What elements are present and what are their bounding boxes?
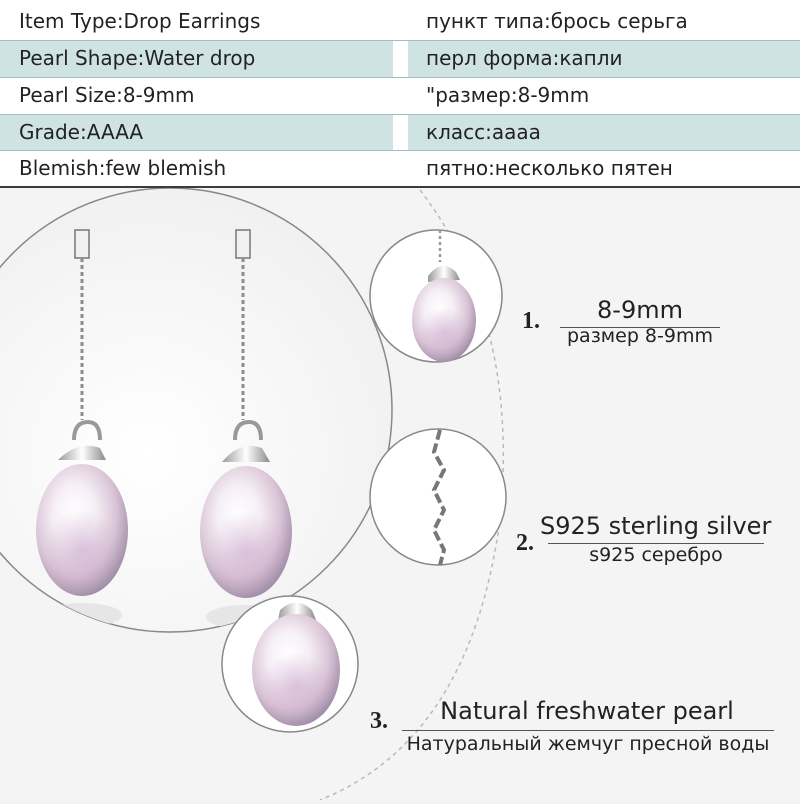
spec-left-cell: Item Type:Drop Earrings	[0, 3, 393, 40]
feature-underline	[548, 543, 764, 544]
spec-separator	[393, 3, 408, 40]
detail-circle-size	[369, 229, 503, 363]
spec-left-cell: Pearl Size:8-9mm	[0, 77, 393, 114]
spec-row: Grade:AAAA класс:аааа	[0, 114, 800, 151]
spec-separator	[393, 114, 408, 151]
feature-subtitle: размер 8-9mm	[567, 325, 713, 347]
feature-number: 2.	[516, 530, 534, 556]
feature-underline	[402, 730, 774, 731]
spec-row: Blemish:few blemish пятно:несколько пяте…	[0, 150, 800, 187]
table-bottom-border	[0, 186, 800, 188]
detail-circle-pearl	[221, 595, 359, 733]
divider	[0, 114, 800, 115]
earrings-illustration	[0, 187, 800, 801]
spec-right-cell: пятно:несколько пятен	[408, 150, 800, 187]
feature-number: 1.	[522, 308, 540, 334]
feature-title: 8-9mm	[597, 296, 683, 324]
divider	[0, 77, 800, 78]
divider	[0, 40, 800, 41]
feature-subtitle: s925 серебро	[589, 544, 723, 566]
spec-right-cell: "размер:8-9mm	[408, 77, 800, 114]
feature-subtitle: Натуральный жемчуг пресной воды	[406, 733, 770, 755]
spec-separator	[393, 40, 408, 77]
spec-row: Pearl Shape:Water drop перл форма:капли	[0, 40, 800, 77]
spec-row: Item Type:Drop Earrings пункт типа:брось…	[0, 3, 800, 40]
feature-title: Natural freshwater pearl	[440, 697, 734, 725]
spec-right-cell: пункт типа:брось серьга	[408, 3, 800, 40]
spec-table: Item Type:Drop Earrings пункт типа:брось…	[0, 0, 800, 187]
feature-title: S925 sterling silver	[540, 512, 772, 540]
spec-separator	[393, 77, 408, 114]
divider	[0, 150, 800, 151]
product-illustration: 1. 8-9mm размер 8-9mm 2. S925 sterling s…	[0, 187, 800, 801]
spec-left-cell: Blemish:few blemish	[0, 150, 393, 187]
feature-number: 3.	[370, 708, 388, 734]
spec-row: Pearl Size:8-9mm "размер:8-9mm	[0, 77, 800, 114]
feature-underline	[560, 327, 720, 328]
spec-right-cell: перл форма:капли	[408, 40, 800, 77]
detail-circle-chain	[369, 428, 507, 566]
spec-right-cell: класс:аааа	[408, 114, 800, 151]
spec-left-cell: Grade:AAAA	[0, 114, 393, 151]
earring-pair	[36, 229, 292, 629]
spec-left-cell: Pearl Shape:Water drop	[0, 40, 393, 77]
spec-separator	[393, 150, 408, 187]
